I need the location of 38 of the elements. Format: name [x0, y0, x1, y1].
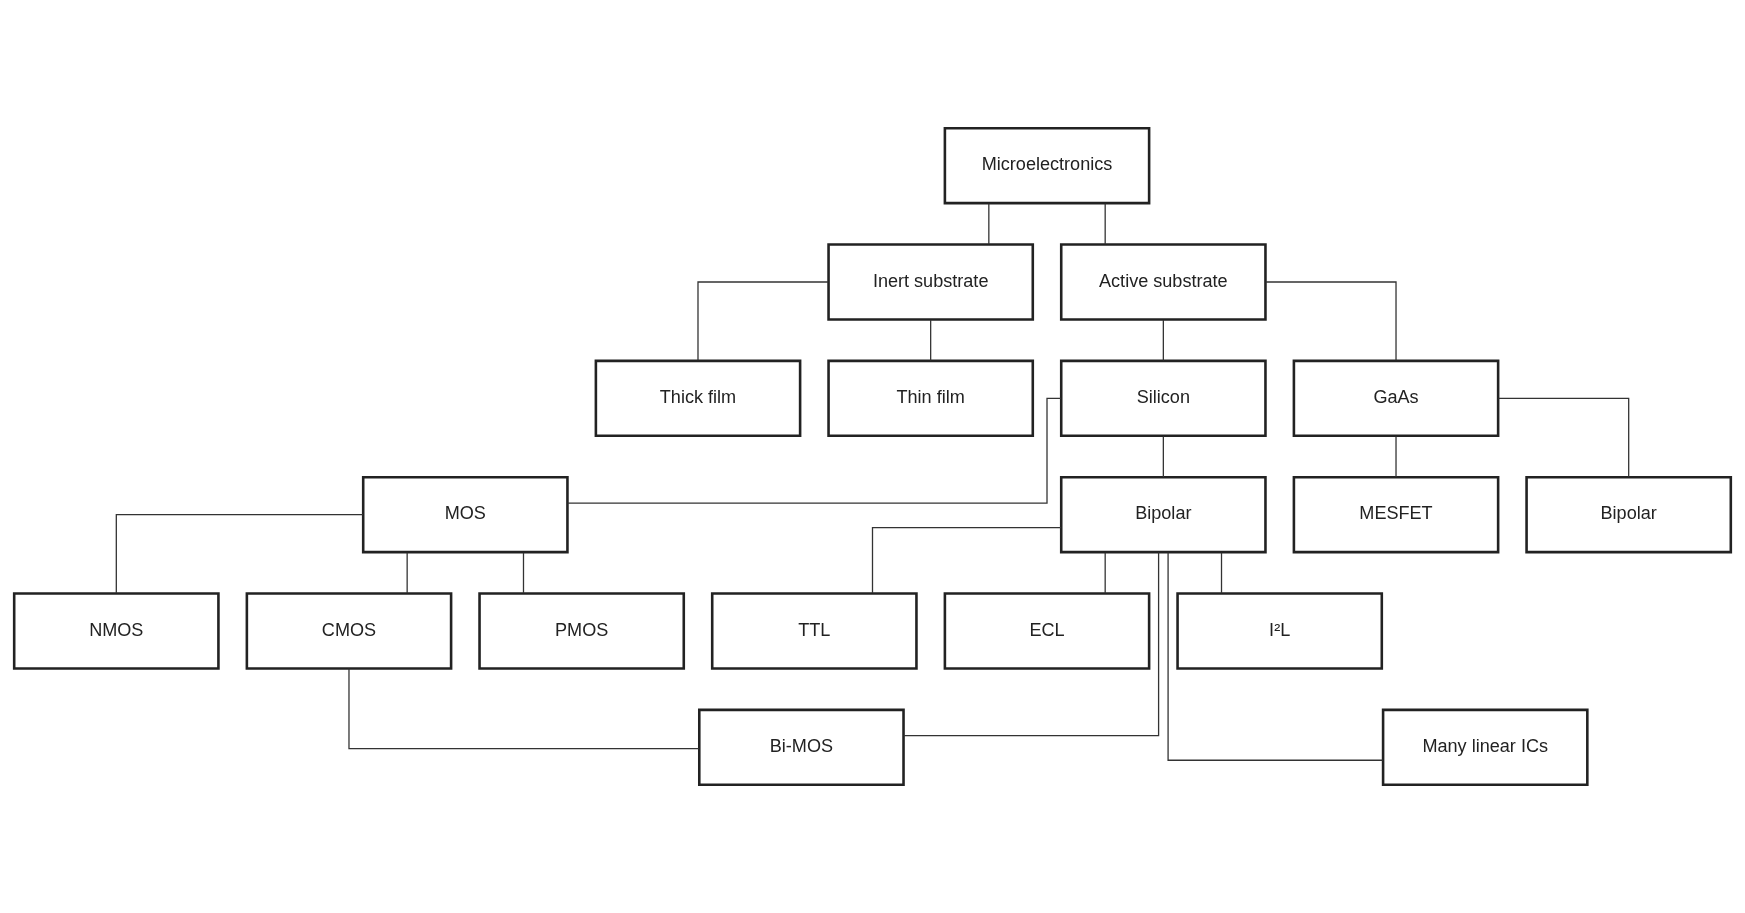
node-box: Thick film — [594, 359, 802, 438]
node-box: I²L — [1176, 592, 1384, 670]
node-box: TTL — [710, 592, 918, 670]
node-box: CMOS — [245, 592, 453, 670]
node-box: ECL — [943, 592, 1151, 670]
node-box: Bipolar — [1059, 475, 1267, 554]
node-box: PMOS — [478, 592, 686, 670]
node-box: Microelectronics — [943, 126, 1151, 205]
node-box: Bipolar — [1525, 475, 1733, 554]
node-box: Thin film — [827, 359, 1035, 438]
node-box: GaAs — [1292, 359, 1500, 438]
connector — [348, 667, 700, 750]
connector — [1104, 552, 1106, 594]
connector — [1265, 281, 1397, 361]
connector — [1497, 397, 1630, 478]
connector — [522, 552, 525, 594]
node-box: Inert substrate — [827, 243, 1035, 321]
connector — [567, 397, 1062, 504]
node-box: Bi-MOS — [698, 708, 905, 787]
connector — [1220, 552, 1223, 594]
connector — [871, 526, 1062, 594]
connector — [1167, 551, 1384, 761]
connector — [988, 203, 990, 245]
node-box: Many linear ICs — [1381, 708, 1589, 787]
node-box: MOS — [361, 475, 569, 554]
connector — [1162, 319, 1164, 362]
connector — [1162, 435, 1164, 478]
connector — [1104, 203, 1106, 245]
connector — [406, 552, 408, 594]
node-box: NMOS — [12, 592, 220, 670]
connector — [903, 551, 1160, 737]
connector — [1395, 435, 1397, 478]
connector — [930, 319, 932, 362]
connector — [697, 281, 829, 361]
node-box: Silicon — [1059, 359, 1267, 438]
connector — [115, 514, 364, 594]
node-box: Active substrate — [1059, 243, 1267, 321]
node-box: MESFET — [1292, 475, 1500, 554]
